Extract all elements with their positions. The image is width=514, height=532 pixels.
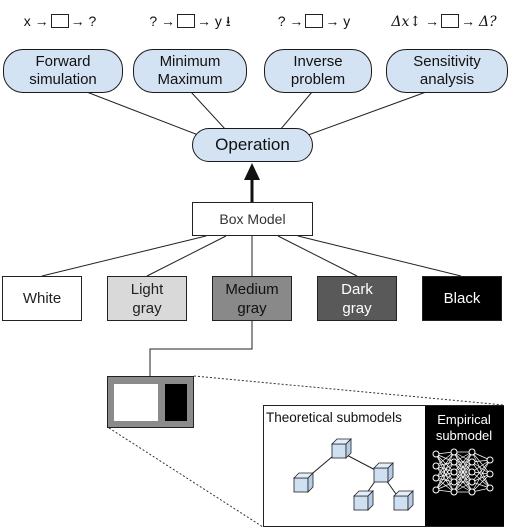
shade-medium-gray: Medium gray	[212, 276, 292, 321]
task-forward-simulation: Forward simulation	[3, 49, 123, 93]
theoretical-submodels-label: Theoretical submodels	[266, 410, 402, 425]
nn-node	[432, 450, 440, 458]
zoom-line-top	[193, 375, 505, 406]
nn-node	[450, 458, 458, 466]
formula-box	[177, 14, 195, 28]
shade-black: Black	[422, 276, 502, 321]
cube-node	[331, 438, 352, 459]
task-inverse-problem: Inverse problem	[264, 49, 372, 93]
thumbnail-black-part	[165, 384, 187, 421]
up-arrow-head	[244, 163, 260, 180]
nn-node	[468, 468, 476, 476]
cube-node	[393, 490, 414, 511]
nn-node	[468, 448, 476, 456]
cube-node	[373, 462, 394, 483]
thumbnail-white-part	[114, 384, 158, 421]
formula-min-max: ? →→ y ⭳	[149, 13, 231, 29]
operation-node: Operation	[192, 128, 313, 162]
formula-forward: x →→ ?	[23, 13, 97, 29]
cube-node	[293, 472, 314, 493]
nn-node	[450, 468, 458, 476]
neural-network-icon	[432, 448, 494, 496]
nn-node	[486, 456, 494, 464]
gray-box-thumbnail	[107, 376, 194, 428]
nn-node	[450, 488, 458, 496]
formula-box	[441, 14, 460, 28]
formula-box	[50, 14, 69, 28]
shade-white: White	[2, 276, 82, 321]
zoom-line-bottom	[108, 427, 264, 528]
nn-node	[450, 448, 458, 456]
formula-box	[305, 14, 324, 28]
task-minimum-maximum: Minimum Maximum	[133, 49, 247, 93]
theoretical-tree	[293, 438, 414, 511]
nn-node	[468, 488, 476, 496]
box-model-node: Box Model	[192, 202, 313, 236]
shade-light-gray: Light gray	[107, 276, 187, 321]
nn-node	[432, 462, 440, 470]
nn-node	[468, 478, 476, 486]
nn-node	[432, 474, 440, 482]
nn-node	[486, 470, 494, 478]
nn-node	[450, 478, 458, 486]
cube-node	[353, 490, 374, 511]
nn-node	[486, 484, 494, 492]
formula-inverse: ? →→ y	[277, 13, 351, 29]
task-sensitivity-analysis: Sensitivity analysis	[386, 49, 508, 93]
nn-node	[432, 486, 440, 494]
shade-dark-gray: Dark gray	[317, 276, 397, 321]
nn-node	[468, 458, 476, 466]
empirical-submodel-label: Empirical submodel	[435, 412, 493, 443]
formula-sensitivity: Δx↕ →→ Δ?	[391, 13, 497, 30]
